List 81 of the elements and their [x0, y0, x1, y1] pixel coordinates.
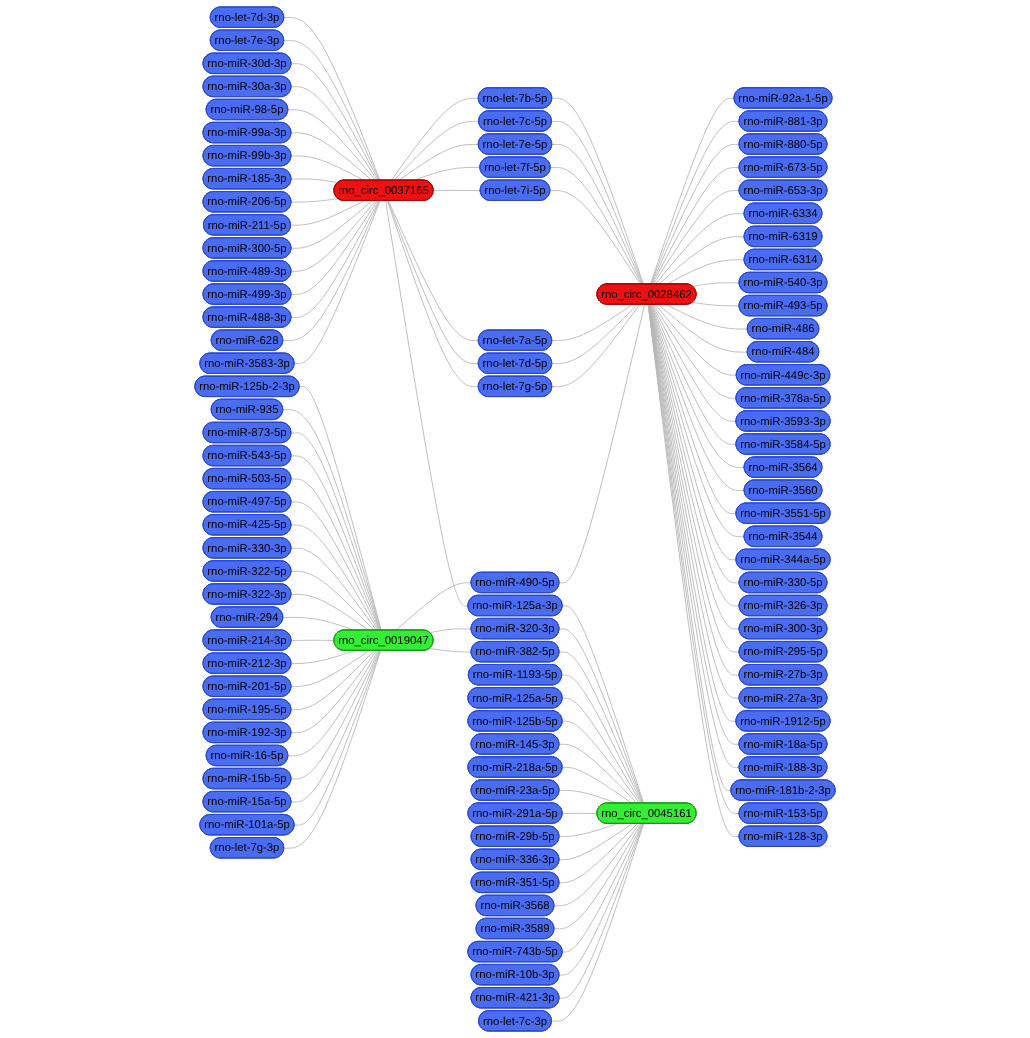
connector	[551, 823, 645, 1022]
connector	[290, 501, 380, 631]
connector	[562, 697, 642, 804]
connector	[551, 304, 640, 388]
connector	[558, 790, 618, 804]
connector	[282, 409, 382, 631]
connector	[283, 650, 382, 849]
connector	[299, 386, 382, 631]
connector	[395, 582, 472, 631]
connector	[658, 304, 749, 353]
connector	[290, 200, 373, 249]
connector	[562, 766, 633, 804]
connector	[666, 259, 745, 285]
connector	[653, 190, 740, 285]
connector	[562, 812, 598, 815]
connector	[562, 605, 645, 804]
connector	[290, 198, 339, 203]
connector	[393, 120, 480, 181]
connector	[290, 650, 381, 803]
connector	[433, 189, 482, 192]
connector	[558, 304, 645, 584]
connector	[294, 650, 381, 826]
connector	[562, 823, 643, 953]
connector	[290, 650, 380, 780]
connector	[658, 236, 745, 285]
connector	[385, 200, 469, 607]
connector	[429, 628, 472, 634]
connector	[290, 570, 375, 631]
connector	[290, 547, 377, 631]
connector	[551, 304, 638, 365]
connector	[655, 213, 745, 285]
connector	[290, 200, 365, 226]
connector	[651, 167, 740, 285]
connector	[290, 639, 335, 641]
connector	[561, 674, 643, 804]
connector	[290, 200, 378, 295]
connector	[429, 648, 472, 653]
connector	[562, 720, 640, 804]
connector	[294, 200, 381, 365]
connector	[287, 109, 376, 181]
connector	[282, 200, 380, 342]
connector	[290, 132, 373, 181]
connector	[553, 823, 640, 907]
connector	[650, 120, 740, 285]
connector	[290, 86, 378, 181]
connector	[651, 304, 737, 445]
connector	[290, 63, 379, 181]
connector	[549, 190, 641, 285]
connector	[551, 304, 633, 342]
connector	[290, 178, 339, 184]
connector	[551, 144, 643, 285]
connector	[651, 144, 740, 285]
connector	[290, 650, 377, 734]
connector	[398, 144, 480, 181]
connector	[553, 823, 642, 930]
connector	[650, 97, 735, 285]
connector	[692, 301, 740, 307]
connector	[390, 97, 480, 181]
connector	[290, 650, 370, 688]
connector	[550, 167, 642, 285]
connector	[290, 650, 355, 665]
connector	[287, 650, 379, 757]
connector	[290, 200, 379, 318]
connector	[290, 200, 376, 272]
connector	[666, 304, 749, 330]
connector	[290, 593, 370, 631]
connector	[692, 282, 740, 288]
connector	[651, 304, 737, 422]
connector	[290, 650, 375, 711]
connector	[655, 304, 738, 376]
connector	[653, 304, 737, 399]
connector	[413, 167, 481, 181]
connector	[282, 616, 355, 631]
connector	[558, 823, 638, 884]
connector	[558, 823, 633, 861]
connector	[290, 524, 379, 631]
connector	[290, 155, 365, 181]
connector	[649, 304, 737, 515]
connector	[558, 823, 618, 838]
connector	[649, 304, 745, 538]
connector	[558, 743, 638, 804]
